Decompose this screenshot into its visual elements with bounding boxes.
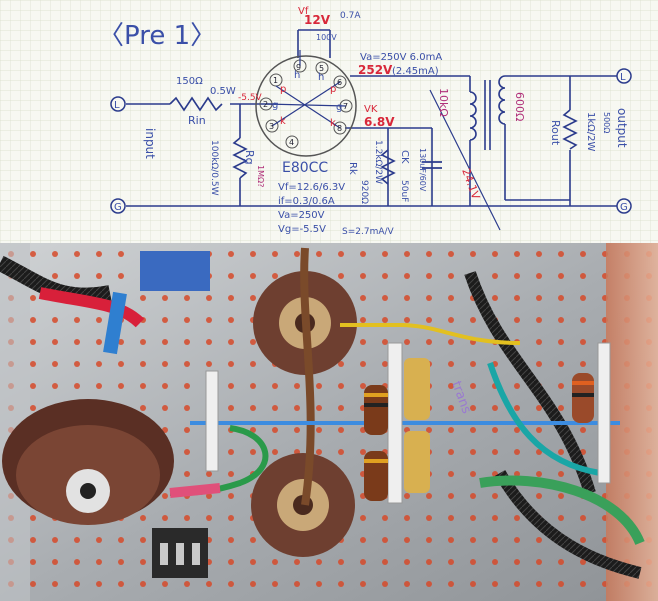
terminal-g-in: G — [110, 198, 126, 214]
rin-power: 0.5W — [210, 86, 236, 97]
rout-value: 1kΩ/2W — [585, 112, 596, 152]
va-spec: Va=250V 6.0mA — [360, 52, 442, 63]
output-label: output — [615, 108, 629, 148]
rg-label: Rg — [243, 150, 256, 165]
vf-value: 12V — [304, 13, 331, 27]
rin-label: Rin — [188, 114, 206, 127]
pin-number-4: 4 — [289, 138, 294, 147]
terminal-l-in: L — [110, 96, 126, 112]
schematic-title: 〈Pre 1〉 — [98, 21, 216, 51]
terminal-strip-right — [597, 342, 611, 484]
input-board — [140, 251, 210, 291]
bypass-capacitor — [404, 358, 430, 493]
vk-label: VK — [364, 104, 378, 115]
output-transformer — [469, 75, 506, 200]
yellow-wire — [340, 323, 521, 345]
rk-extra: 920Ω — [359, 180, 369, 204]
svg-text:G: G — [114, 202, 122, 213]
terminal-l-out: L — [616, 68, 632, 84]
primary-impedance: 10kΩ — [437, 88, 450, 117]
secondary-impedance: 600Ω — [513, 92, 526, 121]
rin-value: 150Ω — [176, 76, 203, 87]
signal-wires — [126, 29, 620, 207]
pin-label-k1: k — [280, 116, 286, 127]
ck-extra: 130uF/60V — [418, 148, 427, 192]
pin-label-p1: p — [280, 84, 286, 95]
chassis-photo: trans — [0, 243, 658, 601]
red-wire — [38, 287, 145, 328]
pin-number-1: 1 — [273, 76, 278, 85]
lower-tube-socket — [251, 453, 355, 557]
rk-label: Rk — [347, 162, 358, 175]
pin-label-g1: g — [272, 100, 278, 111]
cathode-resistor — [364, 385, 388, 435]
pin-number-2: 2 — [263, 100, 268, 109]
schematic-drawing: 〈Pre 1〉 — [0, 0, 658, 243]
svg-text:G: G — [620, 202, 628, 213]
brown-wire — [300, 247, 315, 506]
rk-value: 1.2kΩ/2W — [373, 140, 383, 184]
svg-text:L: L — [114, 100, 120, 111]
pink-wire — [169, 483, 221, 498]
pin-label-g2: g — [336, 102, 342, 113]
green-wire-right — [479, 475, 645, 546]
rg-value: 100kΩ/0.5W — [209, 140, 219, 196]
pin-label-h2: h — [318, 72, 324, 83]
va-current: (2.45mA) — [392, 66, 439, 77]
pin-label-p2: p — [330, 84, 336, 95]
rotary-selector-switch — [2, 399, 174, 525]
tube-gm: S=2.7mA/V — [342, 227, 395, 237]
braided-cable-right — [464, 271, 596, 495]
blue-sleeve — [103, 291, 127, 355]
ck-label: CK — [399, 150, 410, 164]
ck-capacitor — [422, 161, 442, 169]
tube-vf: Vf=12.6/6.3V — [278, 182, 345, 193]
teal-wire — [487, 362, 601, 476]
tube-va: Va=250V — [278, 210, 325, 221]
terminal-g-out: G — [616, 198, 632, 214]
pin-number-9: 9 — [296, 63, 301, 72]
pin-number-8: 8 — [337, 124, 342, 133]
pin-label-h1: h — [294, 70, 300, 81]
rk-resistor — [380, 149, 396, 185]
vf-current: 0.7A — [340, 11, 361, 21]
cathode-resistor-2 — [364, 451, 388, 501]
vf-label: Vf — [298, 6, 309, 17]
input-label: input — [143, 128, 157, 159]
terminal-strip-mid — [387, 342, 403, 504]
svg-text:L: L — [620, 72, 626, 83]
rout-label: Rout — [549, 120, 562, 146]
pin-number-5: 5 — [319, 64, 324, 73]
pin-number-3: 3 — [269, 122, 274, 131]
va-measured: 252V — [358, 63, 393, 77]
tube-name: E80CC — [282, 160, 328, 176]
pin-number-6: 6 — [337, 78, 342, 87]
vf-cap: 100V — [316, 33, 337, 42]
pin-label-k2: k — [330, 118, 336, 129]
tube-if: if=0.3/0.6A — [278, 196, 335, 207]
pin-number-7: 7 — [343, 102, 348, 111]
grid-voltage: -5.5V — [238, 93, 263, 103]
rin-resistor — [169, 96, 223, 112]
tube-vg: Vg=-5.5V — [278, 224, 326, 235]
ck-value: 50uF — [399, 180, 409, 202]
rg-extra: 1MΩ? — [256, 165, 265, 187]
output-resistor — [572, 373, 594, 423]
tube-socket — [255, 50, 357, 157]
terminal-strip-left — [205, 370, 219, 472]
rout-resistor — [562, 109, 578, 150]
braided-cable-bottom — [494, 470, 642, 579]
vk-value: 6.8V — [364, 115, 395, 129]
output-impedance: 500Ω — [602, 112, 611, 133]
rg-resistor — [232, 137, 248, 179]
